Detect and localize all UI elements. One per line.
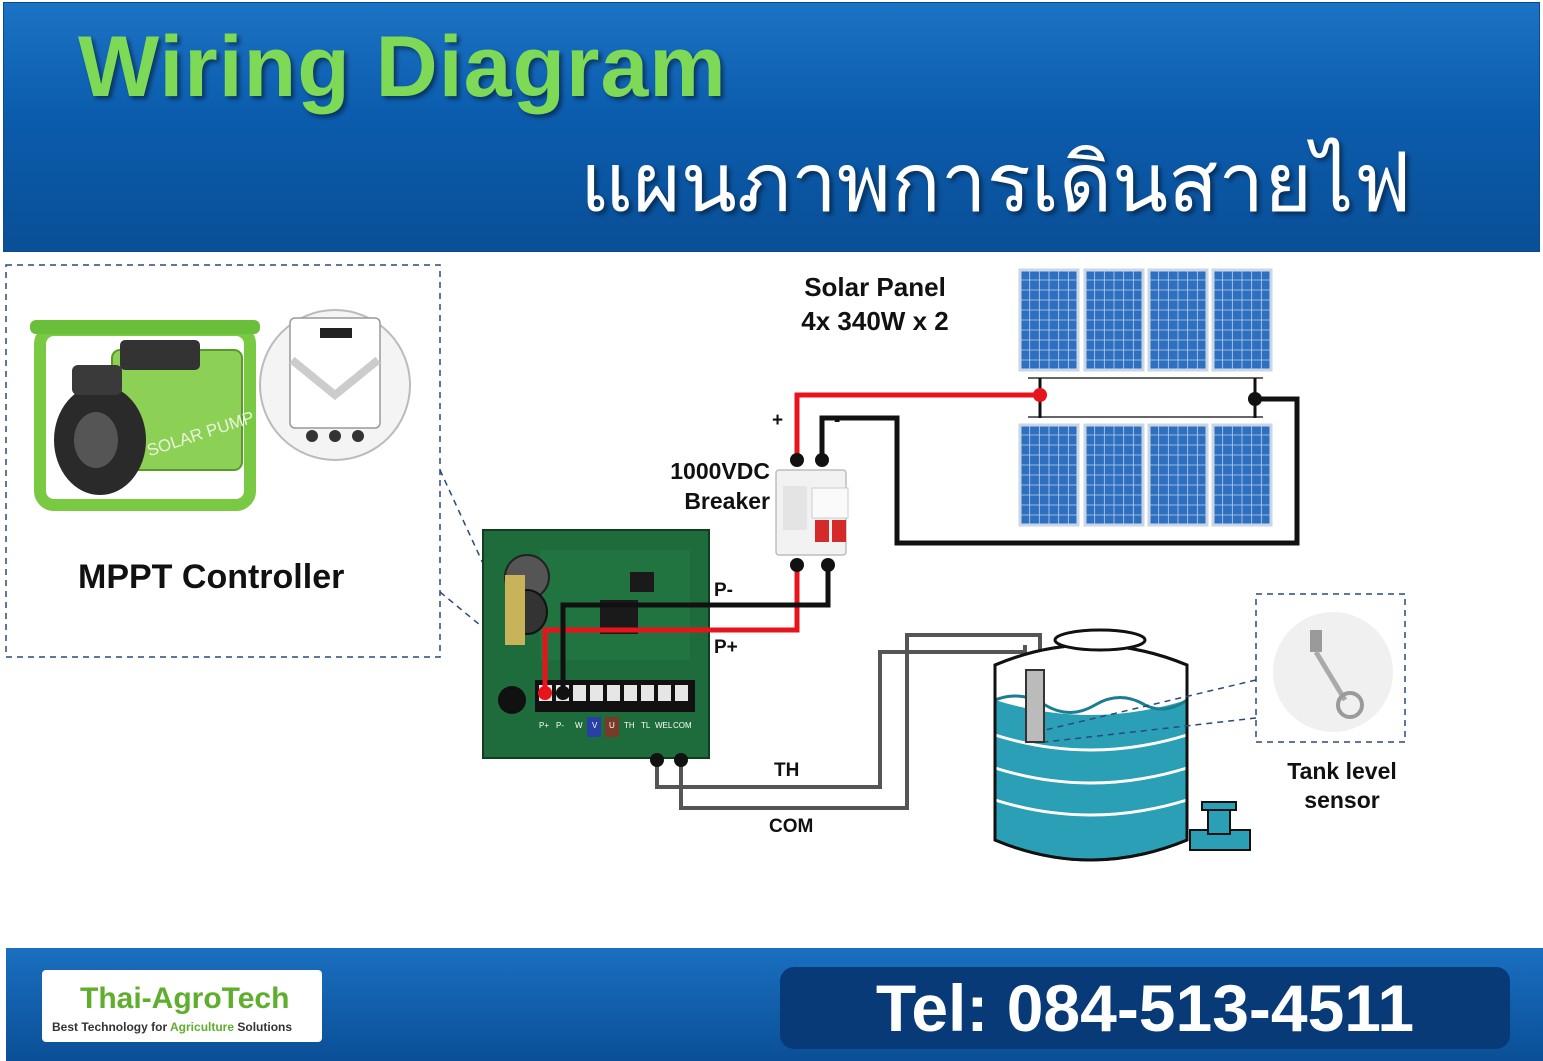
terminal-label-v: V — [592, 721, 598, 730]
dc-breaker — [775, 469, 849, 556]
callout-leader-top — [439, 469, 487, 571]
sensor-leader-top — [1044, 679, 1257, 731]
logo-tagline-part1: Best Technology for — [52, 1020, 168, 1034]
solar-panel-module — [1147, 268, 1209, 372]
solar-panel-module — [1211, 423, 1273, 527]
breaker-label-line1: 1000VDC — [670, 458, 770, 484]
solar-pump-illustration: SOLAR PUMP — [30, 320, 260, 511]
water-tank — [993, 628, 1251, 862]
solar-panel-module — [1018, 423, 1080, 527]
solar-panel-module — [1083, 423, 1145, 527]
wire-array-negative — [819, 396, 1300, 546]
solar-panels — [1018, 268, 1273, 527]
tank-sensor-label: Tank level sensor — [1262, 757, 1422, 815]
tank-sensor-illustration — [1273, 612, 1393, 732]
wire-com — [679, 633, 1042, 810]
terminal-label-p-minus: P- — [556, 721, 564, 730]
wire-p-plus — [542, 565, 800, 693]
solar-panel-spec: 4x 340W x 2 — [801, 306, 949, 336]
mppt-controller-label: MPPT Controller — [78, 558, 345, 596]
solar-panel-title: Solar Panel — [804, 272, 946, 302]
terminal-label-wel: WEL — [655, 721, 673, 730]
logo-name: Thai-AgroTech — [80, 982, 290, 1015]
wires — [542, 378, 1300, 810]
terminal-label-com: COM — [673, 721, 692, 730]
telephone-number: Tel: 084-513-4511 — [875, 971, 1415, 1045]
solar-panel-module — [1147, 423, 1209, 527]
tel-box — [780, 967, 1510, 1049]
wire-p-minus — [560, 565, 831, 693]
terminal-dots — [538, 388, 1262, 767]
p-plus-wire-label: P+ — [714, 637, 738, 658]
controller-zoom-illustration — [259, 309, 411, 461]
th-wire-label: TH — [774, 760, 800, 781]
com-wire-label: COM — [769, 816, 814, 837]
breaker-label: 1000VDC Breaker — [640, 456, 770, 516]
tank-sensor-label-line1: Tank level — [1287, 758, 1397, 784]
callout-leader-bottom — [439, 591, 487, 631]
breaker-plus-label: + — [772, 410, 784, 431]
solar-panel-module — [1018, 268, 1080, 372]
terminal-label-w: W — [575, 721, 583, 730]
solar-panel-module — [1083, 268, 1145, 372]
wire-th — [655, 645, 1027, 789]
terminal-label-p-plus: P+ — [539, 721, 549, 730]
terminal-label-u: U — [609, 721, 615, 730]
header-banner — [3, 2, 1540, 252]
logo-tagline-part3: Solutions — [237, 1020, 293, 1034]
terminal-label-tl: TL — [641, 721, 651, 730]
page-title: Wiring Diagram — [78, 19, 727, 115]
controller-callout-box — [5, 264, 441, 658]
logo-box — [42, 970, 322, 1042]
logo-tagline: Best Technology for Agriculture Solution… — [52, 1020, 292, 1034]
logo-tagline-part2: Agriculture — [170, 1020, 235, 1034]
solar-panel-label: Solar Panel 4x 340W x 2 — [760, 270, 990, 338]
breaker-minus-label: - — [834, 410, 841, 431]
controller-board: P+ P- W V U TH TL WEL COM — [482, 529, 710, 759]
page-subtitle: แผนภาพการเดินสายไฟ — [580, 136, 1412, 231]
sensor-callout-box — [1255, 593, 1406, 743]
solar-panel-module — [1211, 268, 1273, 372]
breaker-label-line2: Breaker — [684, 488, 770, 514]
sensor-leader-bottom — [1044, 717, 1257, 743]
p-minus-wire-label: P- — [714, 580, 733, 601]
tank-sensor-label-line2: sensor — [1304, 787, 1380, 813]
terminal-label-th: TH — [624, 721, 635, 730]
wire-array-positive — [794, 392, 1040, 460]
